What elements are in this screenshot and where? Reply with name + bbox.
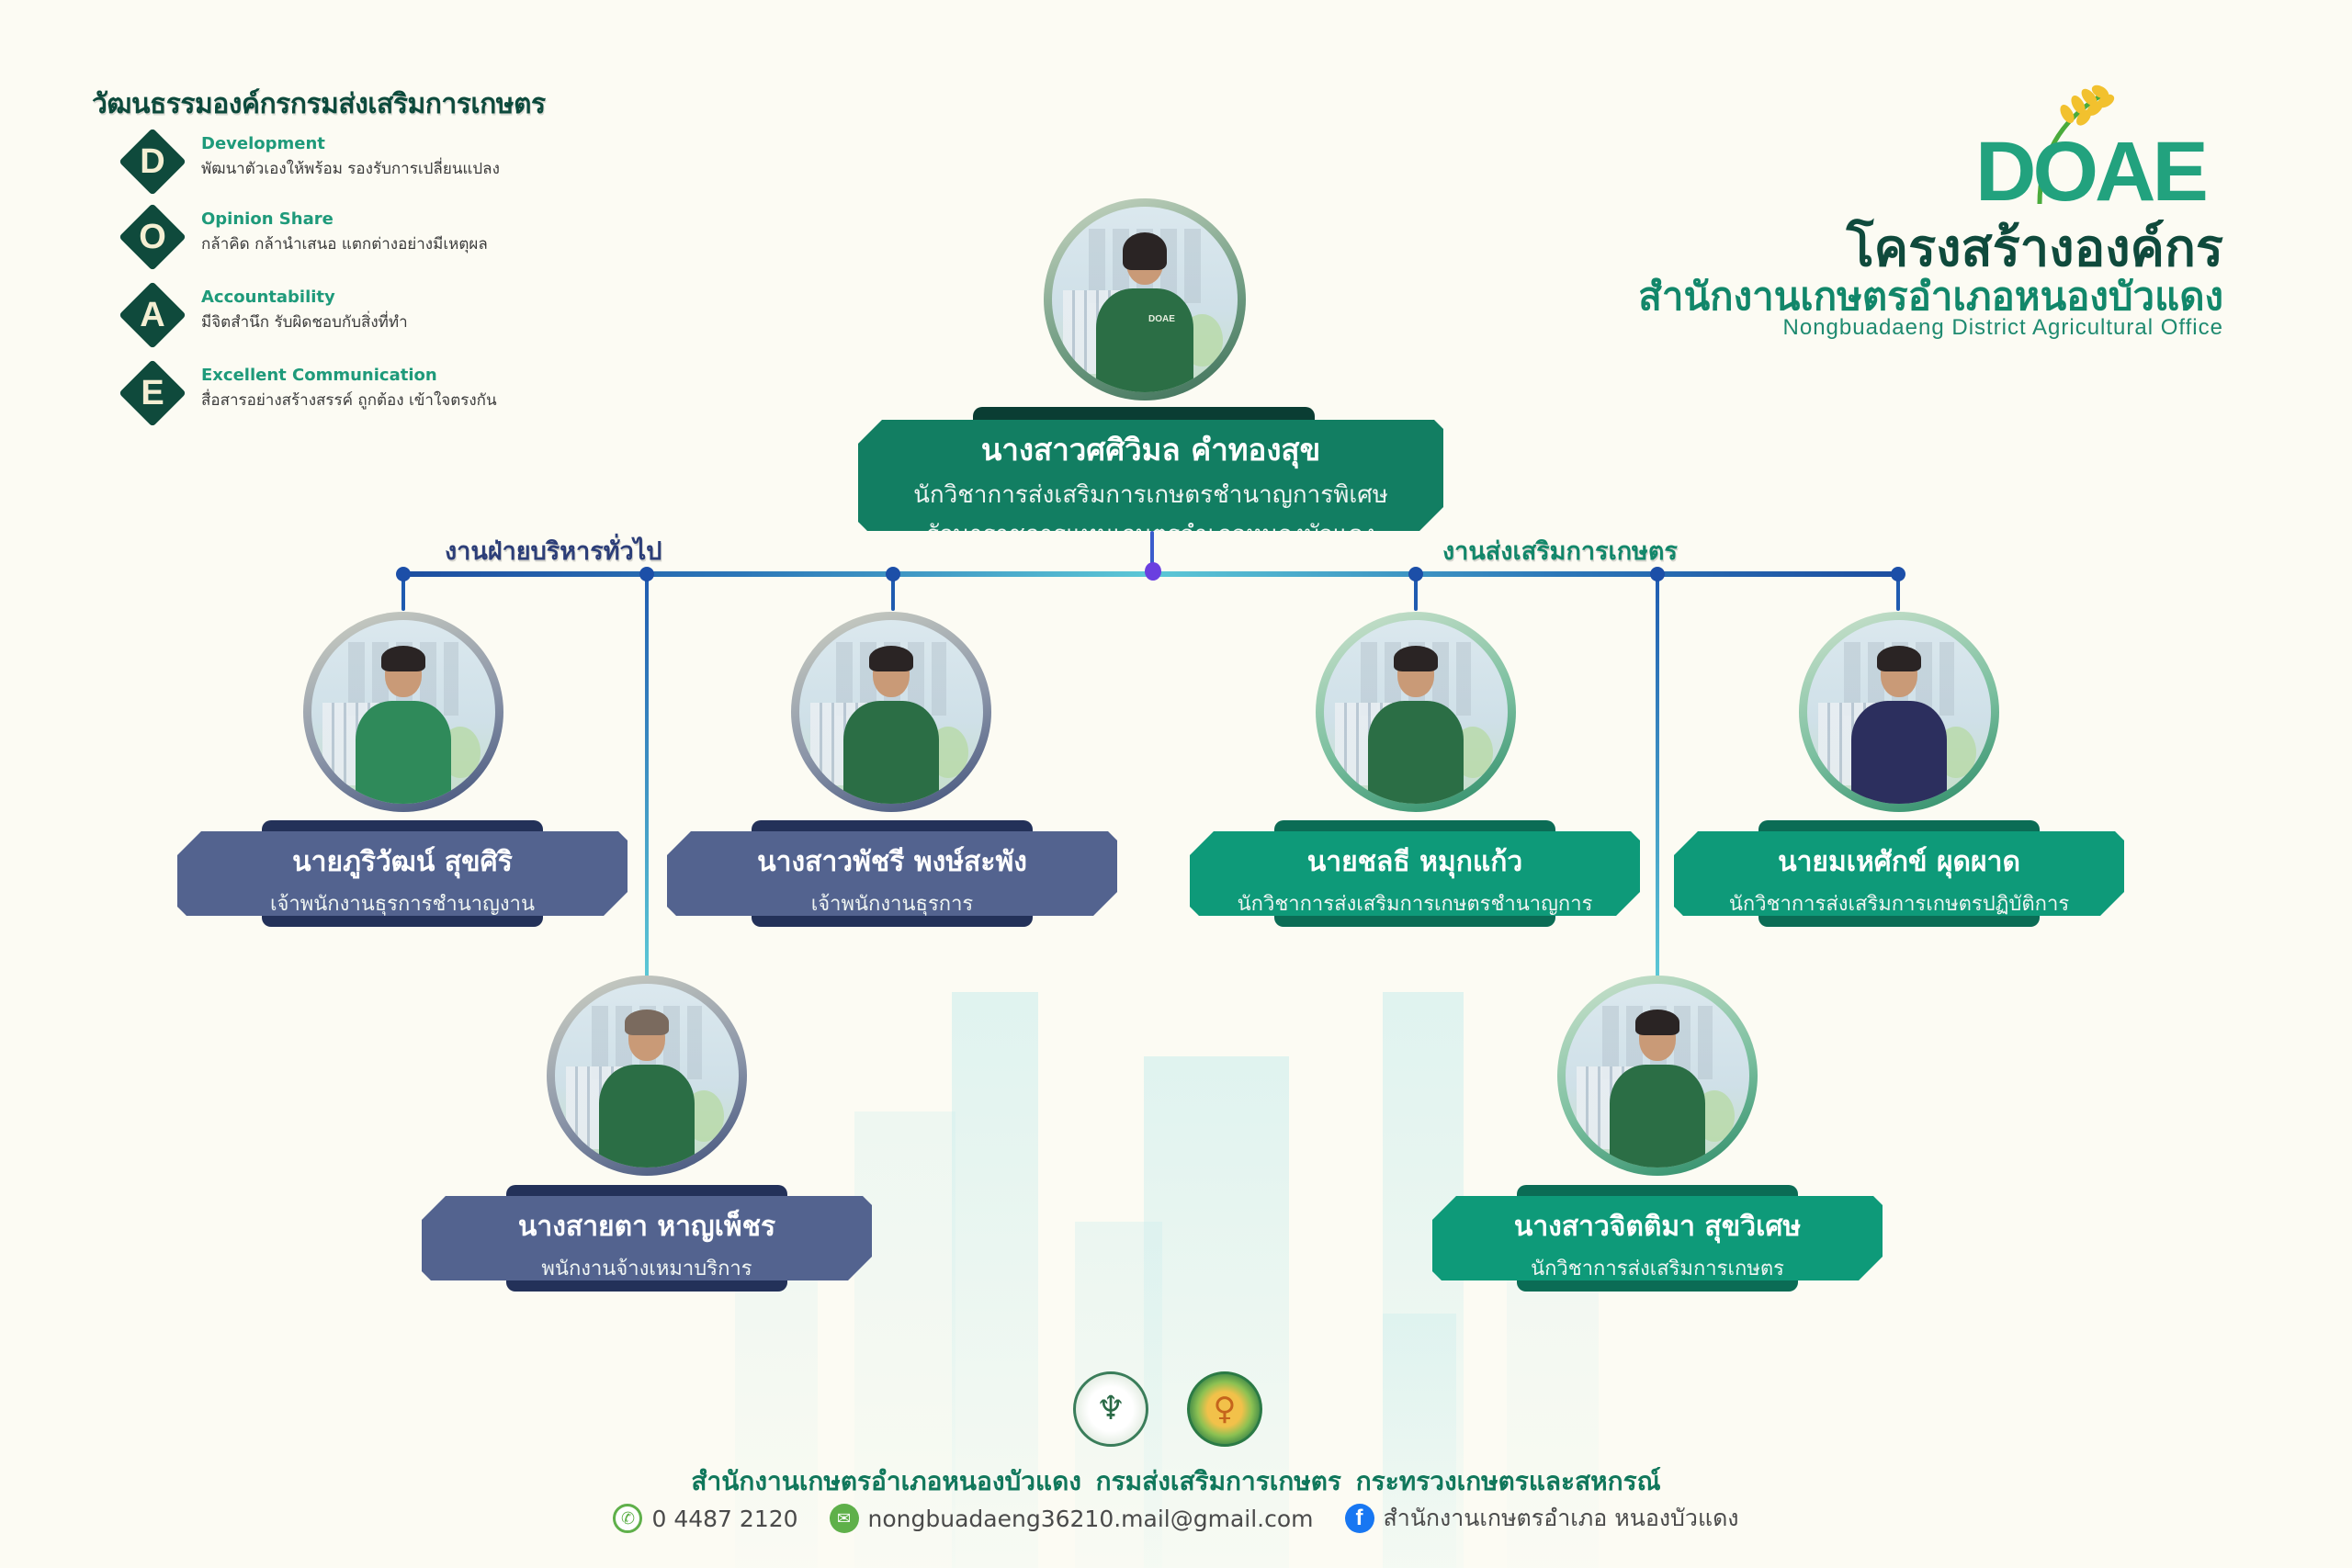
connector-node (886, 567, 900, 581)
diamond-letter-icon: D (118, 127, 187, 197)
ministry-seal-icon: ♆ (1073, 1371, 1148, 1447)
connector-node-center (1145, 562, 1161, 581)
contact-facebook[interactable]: f สำนักงานเกษตรอำเภอ หนองบัวแดง (1344, 1500, 1739, 1537)
name-box-staff: นายมเหศักข์ ผุดผาด นักวิชาการส่งเสริมการ… (1674, 820, 2124, 927)
department-label-admin: งานฝ่ายบริหารทั่วไป (445, 537, 662, 566)
phone-icon: ✆ (613, 1504, 643, 1533)
contact-email[interactable]: ✉ nongbuadaeng36210.mail@gmail.com (829, 1504, 1314, 1533)
person-position: เจ้าพนักงานธุรการ (810, 893, 974, 916)
person-name: นางสายตา หาญเพ็ชร (517, 1211, 776, 1243)
name-box-staff: นางสาวจิตติมา สุขวิเศษ นักวิชาการส่งเสริ… (1432, 1185, 1883, 1292)
person-name: นายมเหศักข์ ผุดผาด (1778, 846, 2020, 878)
mail-icon: ✉ (829, 1504, 859, 1533)
value-description: มีจิตสำนึก รับผิดชอบกับสิ่งที่ทำ (201, 313, 408, 332)
contact-info: ✆ 0 4487 2120 ✉ nongbuadaeng36210.mail@g… (0, 1500, 2352, 1537)
person-name: นายชลธี หมุกแก้ว (1306, 846, 1523, 878)
doae-logo: DOAE (1975, 75, 2223, 218)
connector-drop (1656, 574, 1659, 978)
person-position: นักวิชาการส่งเสริมการเกษตรปฏิบัติการ (1728, 893, 2070, 916)
diamond-letter-icon: E (118, 358, 187, 428)
person-name: นางสาวศศิวิมล คำทองสุข (980, 432, 1321, 468)
diamond-letter-icon: O (118, 202, 187, 272)
phone-number: 0 4487 2120 (651, 1505, 798, 1532)
value-title: Excellent Communication (201, 366, 437, 385)
value-title: Development (201, 134, 325, 153)
culture-value-development: D Development พัฒนาตัวเองให้พร้อม รองรับ… (118, 127, 632, 200)
contact-phone[interactable]: ✆ 0 4487 2120 (613, 1504, 798, 1533)
name-box-staff: นางสาวพัชรี พงษ์สะพัง เจ้าพนักงานธุรการ (667, 820, 1117, 927)
diamond-letter-icon: A (118, 280, 187, 350)
person-position: นักวิชาการส่งเสริมการเกษตรชำนาญการพิเศษ (913, 481, 1388, 509)
person-position: นักวิชาการส่งเสริมการเกษตร (1531, 1258, 1784, 1280)
culture-value-opinion-share: O Opinion Share กล้าคิด กล้านำเสนอ แตกต่… (118, 202, 632, 276)
person-position: นักวิชาการส่งเสริมการเกษตรชำนาญการ (1237, 893, 1593, 916)
logo-text: DOAE (1975, 125, 2209, 219)
office-name-thai: สำนักงานเกษตรอำเภอหนองบัวแดง (1638, 274, 2223, 319)
portrait-staff (1557, 976, 1758, 1176)
culture-value-accountability: A Accountability มีจิตสำนึก รับผิดชอบกับ… (118, 280, 632, 354)
name-box-staff: นายชลธี หมุกแก้ว นักวิชาการส่งเสริมการเก… (1190, 820, 1640, 927)
footer-organizations: สำนักงานเกษตรอำเภอหนองบัวแดง กรมส่งเสริม… (691, 1466, 1661, 1496)
connector-node (1408, 567, 1423, 581)
department-label-extension: งานส่งเสริมการเกษตร (1442, 537, 1678, 566)
portrait-head: DOAE (1044, 198, 1246, 400)
connector-node (1650, 567, 1665, 581)
connector-drop (401, 574, 405, 611)
name-box-staff: นางสายตา หาญเพ็ชร พนักงานจ้างเหมาบริการ (422, 1185, 872, 1292)
person-name: นางสาวจิตติมา สุขวิเศษ (1513, 1211, 1802, 1243)
connector-stem-head (1150, 531, 1154, 571)
portrait-staff (1799, 612, 1999, 812)
connector-line-admin (403, 571, 1152, 577)
connector-drop (645, 574, 649, 978)
page-title: โครงสร้างองค์กร (1846, 219, 2223, 278)
rice-stalk-icon (2037, 85, 2115, 205)
facebook-page: สำนักงานเกษตรอำเภอ หนองบัวแดง (1383, 1505, 1739, 1531)
portrait-staff (1316, 612, 1516, 812)
connector-node (1891, 567, 1905, 581)
culture-value-excellent-communication: E Excellent Communication สื่อสารอย่างสร… (118, 358, 632, 432)
facebook-icon: f (1344, 1504, 1374, 1533)
person-name: นางสาวพัชรี พงษ์สะพัง (757, 846, 1027, 878)
value-description: พัฒนาตัวเองให้พร้อม รองรับการเปลี่ยนแปลง (201, 160, 500, 178)
portrait-staff (547, 976, 747, 1176)
person-position: พนักงานจ้างเหมาบริการ (541, 1258, 752, 1280)
portrait-staff (791, 612, 991, 812)
email-address: nongbuadaeng36210.mail@gmail.com (867, 1505, 1314, 1532)
connector-drop (1414, 574, 1418, 611)
culture-title: วัฒนธรรมองค์กรกรมส่งเสริมการเกษตร (92, 88, 546, 120)
portrait-staff (303, 612, 503, 812)
name-box-head: นางสาวศศิวิมล คำทองสุข นักวิชาการส่งเสริ… (858, 407, 1443, 531)
value-title: Opinion Share (201, 209, 334, 229)
name-box-staff: นายภูริวัฒน์ สุขศิริ เจ้าพนักงานธุรการชำ… (177, 820, 628, 927)
person-name: นายภูริวัฒน์ สุขศิริ (292, 846, 513, 878)
value-description: สื่อสารอย่างสร้างสรรค์ ถูกต้อง เข้าใจตรง… (201, 391, 497, 410)
value-title: Accountability (201, 288, 335, 307)
connector-drop (891, 574, 895, 611)
person-position: เจ้าพนักงานธุรการชำนาญงาน (269, 893, 536, 916)
office-name-english: Nongbuadaeng District Agricultural Offic… (1782, 315, 2223, 340)
connector-drop (1896, 574, 1900, 611)
connector-node (396, 567, 411, 581)
value-description: กล้าคิด กล้านำเสนอ แตกต่างอย่างมีเหตุผล (201, 235, 488, 254)
doae-seal-icon: ♀ (1187, 1371, 1262, 1447)
connector-node (639, 567, 654, 581)
connector-line-extension (1152, 571, 1898, 577)
